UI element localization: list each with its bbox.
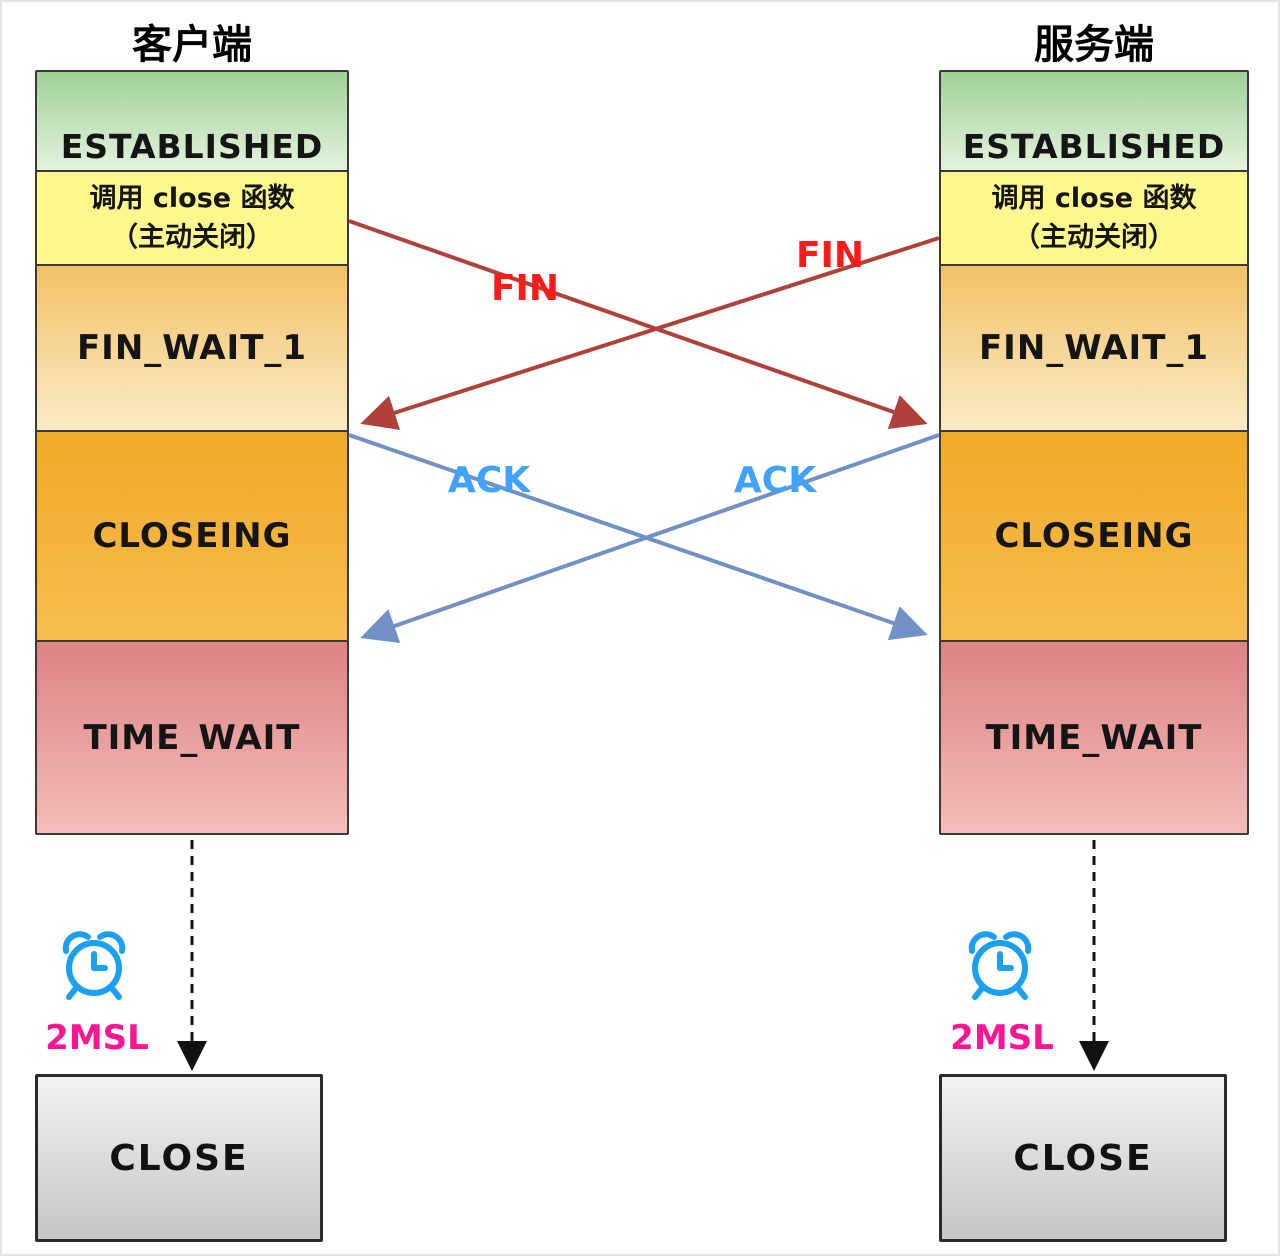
- server-time-wait-state: TIME_WAIT: [941, 640, 1247, 833]
- client-2msl-label: 2MSL: [45, 1018, 149, 1058]
- note-line: 调用 close 函数: [89, 182, 295, 214]
- state-label: CLOSE: [109, 1137, 249, 1179]
- ack-label-client: ACK: [447, 460, 531, 501]
- state-label: TIME_WAIT: [83, 717, 301, 758]
- server-fin-wait-1-state: FIN_WAIT_1: [941, 264, 1247, 430]
- state-label: ESTABLISHED: [962, 127, 1226, 166]
- state-label: TIME_WAIT: [985, 717, 1203, 758]
- state-label: CLOSE: [1013, 1137, 1153, 1179]
- server-close-call-note: 调用 close 函数 （主动关闭）: [941, 170, 1247, 264]
- server-2msl-label: 2MSL: [950, 1018, 1054, 1058]
- note-line: （主动关闭）: [1013, 222, 1175, 253]
- note-line: 调用 close 函数: [991, 182, 1197, 214]
- state-label: FIN_WAIT_1: [76, 328, 308, 368]
- client-established-state: ESTABLISHED: [37, 72, 347, 170]
- server-close-state: CLOSE: [939, 1074, 1227, 1242]
- fin-label-client: FIN: [490, 268, 560, 309]
- client-fin-wait-1-state: FIN_WAIT_1: [37, 264, 347, 430]
- server-established-state: ESTABLISHED: [941, 72, 1247, 170]
- state-label: CLOSEING: [994, 516, 1194, 556]
- client-state-column: ESTABLISHED 调用 close 函数 （主动关闭） FIN_WAIT_…: [35, 70, 349, 835]
- client-close-state: CLOSE: [35, 1074, 323, 1242]
- state-label: FIN_WAIT_1: [978, 328, 1210, 368]
- server-title: 服务端: [1034, 22, 1154, 68]
- note-line: （主动关闭）: [111, 222, 273, 253]
- client-title: 客户端: [132, 22, 252, 68]
- alarm-clock-icon: [960, 924, 1040, 1008]
- server-closing-state: CLOSEING: [941, 430, 1247, 640]
- fin-label-server: FIN: [795, 235, 865, 276]
- client-time-wait-state: TIME_WAIT: [37, 640, 347, 833]
- state-label: CLOSEING: [92, 516, 292, 556]
- state-label: ESTABLISHED: [60, 127, 324, 166]
- alarm-clock-icon: [54, 924, 134, 1008]
- client-closing-state: CLOSEING: [37, 430, 347, 640]
- client-close-call-note: 调用 close 函数 （主动关闭）: [37, 170, 347, 264]
- server-state-column: ESTABLISHED 调用 close 函数 （主动关闭） FIN_WAIT_…: [939, 70, 1249, 835]
- ack-label-server: ACK: [733, 460, 817, 501]
